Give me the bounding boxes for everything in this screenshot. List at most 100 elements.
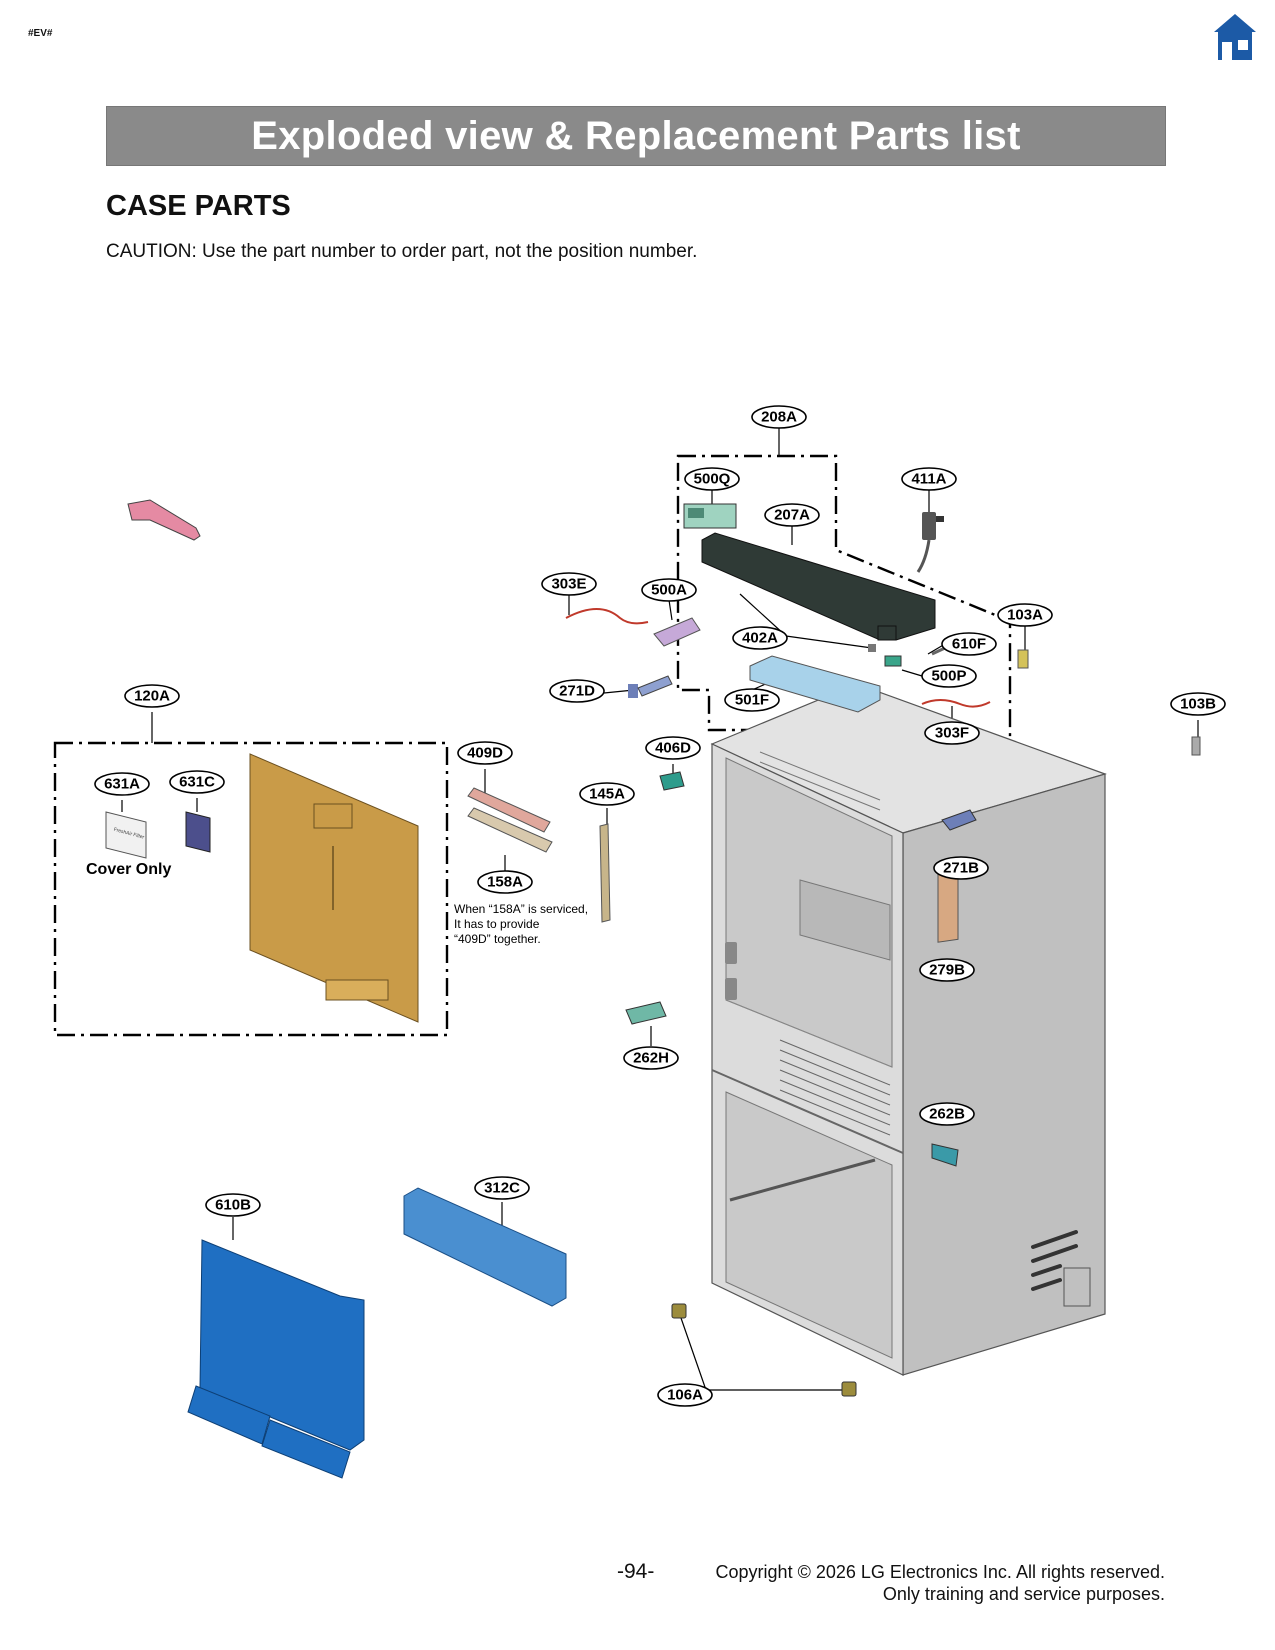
label-271D: 271D bbox=[549, 679, 605, 703]
part-207A-cover bbox=[701, 532, 936, 641]
part-106A-foot-left bbox=[671, 1303, 687, 1319]
label-207A: 207A bbox=[764, 503, 820, 527]
copyright: Copyright © 2026 LG Electronics Inc. All… bbox=[716, 1561, 1165, 1605]
svg-text:406D: 406D bbox=[655, 740, 691, 757]
label-610B: 610B bbox=[205, 1193, 261, 1217]
label-158A: 158A bbox=[477, 870, 533, 894]
svg-text:501F: 501F bbox=[735, 692, 769, 709]
svg-text:145A: 145A bbox=[589, 786, 625, 803]
label-262B: 262B bbox=[919, 1102, 975, 1126]
svg-text:500P: 500P bbox=[931, 668, 966, 685]
banner-title: Exploded view & Replacement Parts list bbox=[251, 113, 1021, 158]
page-banner: Exploded view & Replacement Parts list bbox=[106, 106, 1166, 166]
label-145A: 145A bbox=[579, 782, 635, 806]
part-120A-panel bbox=[249, 753, 419, 1023]
part-631C-filter bbox=[185, 811, 211, 853]
label-409D: 409D bbox=[457, 741, 513, 765]
part-262H-hinge bbox=[625, 1001, 667, 1025]
svg-text:262H: 262H bbox=[633, 1050, 669, 1067]
group-120A-outline bbox=[53, 741, 449, 1037]
svg-text:500A: 500A bbox=[651, 582, 687, 599]
label-103A: 103A bbox=[997, 603, 1053, 627]
svg-text:271B: 271B bbox=[943, 860, 979, 877]
svg-text:208A: 208A bbox=[761, 409, 797, 426]
label-262H: 262H bbox=[623, 1046, 679, 1070]
wrench-tool bbox=[127, 499, 201, 541]
label-631C: 631C bbox=[169, 770, 225, 794]
part-500P-board bbox=[884, 655, 902, 667]
svg-text:631C: 631C bbox=[179, 774, 215, 791]
part-271B-hinge bbox=[941, 809, 977, 831]
part-103A-bracket bbox=[1017, 649, 1029, 669]
label-501F: 501F bbox=[724, 688, 780, 712]
home-icon[interactable] bbox=[1212, 12, 1258, 62]
svg-text:103A: 103A bbox=[1007, 607, 1043, 624]
svg-text:303E: 303E bbox=[551, 576, 586, 593]
part-158A-strip bbox=[467, 807, 553, 853]
label-106A: 106A bbox=[657, 1383, 713, 1407]
label-610F: 610F bbox=[941, 632, 997, 656]
caution-text: CAUTION: Use the part number to order pa… bbox=[106, 241, 698, 262]
part-106A-foot-right bbox=[841, 1381, 857, 1397]
part-631A-filter-cover bbox=[105, 811, 147, 859]
part-303E-harness bbox=[565, 608, 649, 625]
part-610B-duct bbox=[187, 1239, 365, 1479]
part-501F-cover bbox=[749, 655, 881, 713]
label-271B: 271B bbox=[933, 856, 989, 880]
svg-text:120A: 120A bbox=[134, 688, 170, 705]
label-411A: 411A bbox=[901, 467, 957, 491]
cover-only-note: Cover Only bbox=[86, 861, 171, 878]
label-208A: 208A bbox=[751, 405, 807, 429]
part-262B-hinge bbox=[931, 1143, 959, 1167]
section-title: CASE PARTS bbox=[106, 190, 291, 222]
svg-text:631A: 631A bbox=[104, 776, 140, 793]
part-103B-bracket bbox=[1191, 736, 1201, 756]
svg-text:106A: 106A bbox=[667, 1387, 703, 1404]
label-103B: 103B bbox=[1170, 692, 1226, 716]
label-500A: 500A bbox=[641, 578, 697, 602]
svg-text:500Q: 500Q bbox=[694, 471, 731, 488]
svg-text:158A: 158A bbox=[487, 874, 523, 891]
label-500P: 500P bbox=[921, 664, 977, 688]
part-406D-bracket bbox=[659, 771, 685, 791]
svg-text:402A: 402A bbox=[742, 630, 778, 647]
note-158A-line2: It has to provide bbox=[454, 917, 540, 931]
svg-text:409D: 409D bbox=[467, 745, 503, 762]
label-303E: 303E bbox=[541, 572, 597, 596]
svg-text:103B: 103B bbox=[1180, 696, 1216, 713]
label-303F: 303F bbox=[924, 721, 980, 745]
label-500Q: 500Q bbox=[684, 467, 740, 491]
label-402A: 402A bbox=[732, 626, 788, 650]
svg-text:279B: 279B bbox=[929, 962, 965, 979]
group-208A-outline bbox=[676, 454, 1012, 761]
part-271D-hinge bbox=[628, 675, 673, 698]
label-406D: 406D bbox=[645, 736, 701, 760]
part-402A-sensor bbox=[868, 644, 876, 652]
refrigerator-case bbox=[710, 683, 1107, 1376]
label-312C: 312C bbox=[474, 1176, 530, 1200]
svg-text:303F: 303F bbox=[935, 725, 969, 742]
document-tag: #EV# bbox=[28, 28, 53, 39]
label-279B: 279B bbox=[919, 958, 975, 982]
note-158A-line1: When “158A” is serviced, bbox=[454, 902, 588, 916]
copyright-line1: Copyright © 2026 LG Electronics Inc. All… bbox=[715, 1562, 1165, 1582]
note-158A-line3: “409D” together. bbox=[454, 932, 541, 946]
part-500A-pcb bbox=[653, 617, 701, 647]
svg-text:271D: 271D bbox=[559, 683, 595, 700]
part-610F-wire bbox=[931, 646, 946, 656]
svg-text:262B: 262B bbox=[929, 1106, 965, 1123]
svg-text:312C: 312C bbox=[484, 1180, 520, 1197]
svg-text:207A: 207A bbox=[774, 507, 810, 524]
part-279B-control bbox=[937, 868, 959, 943]
svg-text:610F: 610F bbox=[952, 636, 986, 653]
part-409D-strip bbox=[467, 787, 551, 833]
part-312C-duct-cover bbox=[403, 1187, 567, 1307]
part-411A-cord bbox=[916, 512, 944, 573]
page-number: -94- bbox=[617, 1560, 655, 1583]
part-303F-harness bbox=[921, 699, 991, 708]
part-145A-rail bbox=[599, 823, 611, 923]
label-631A: 631A bbox=[94, 772, 150, 796]
label-120A: 120A bbox=[124, 684, 180, 708]
svg-text:610B: 610B bbox=[215, 1197, 251, 1214]
